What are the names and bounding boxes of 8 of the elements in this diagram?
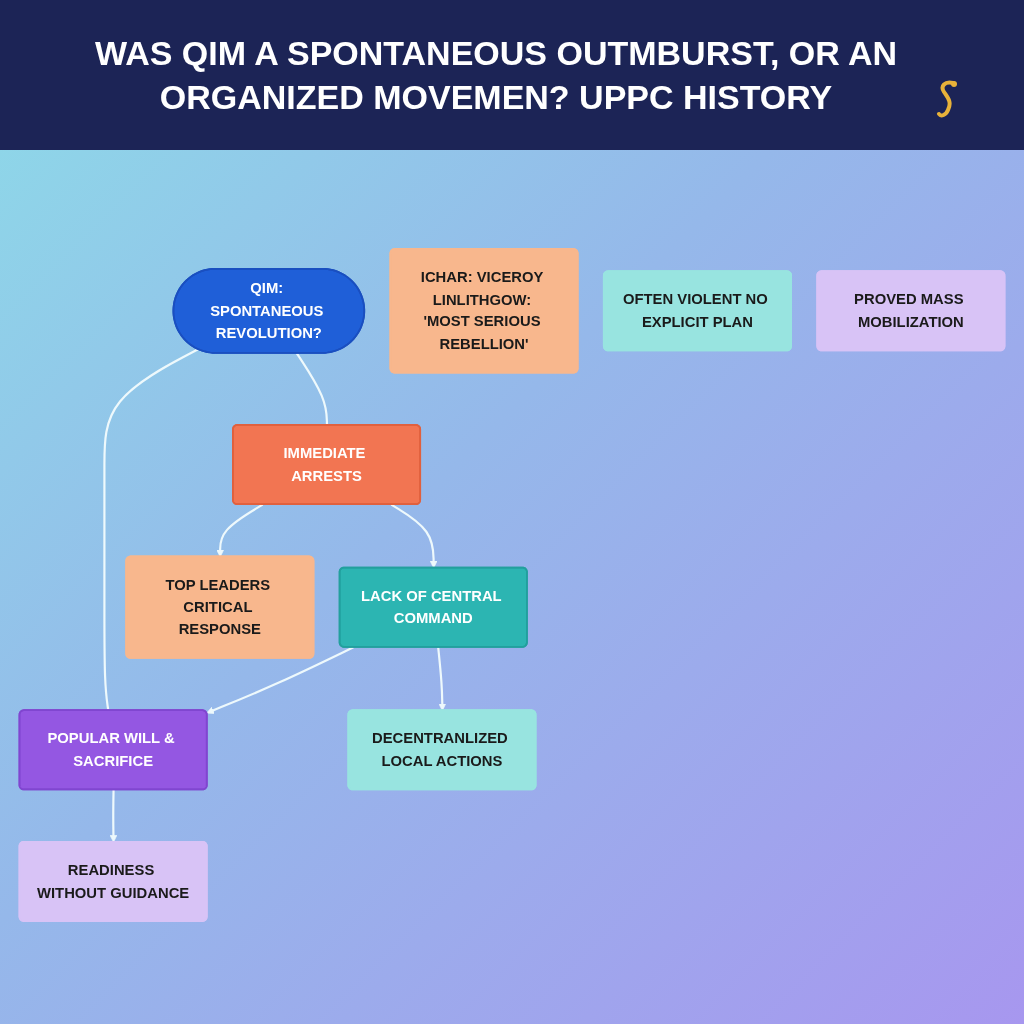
arrow (216, 503, 264, 558)
arrow (437, 647, 447, 711)
connector (295, 352, 329, 426)
arrow (206, 646, 354, 714)
arrow (109, 789, 118, 843)
title: WAS QIM A SPONTANEOUS OUTMBURST, OR AN ORGANIZED MOVEMEN? UPPC HISTORY (93, 32, 899, 118)
arrow (390, 503, 438, 569)
connector (103, 348, 199, 711)
